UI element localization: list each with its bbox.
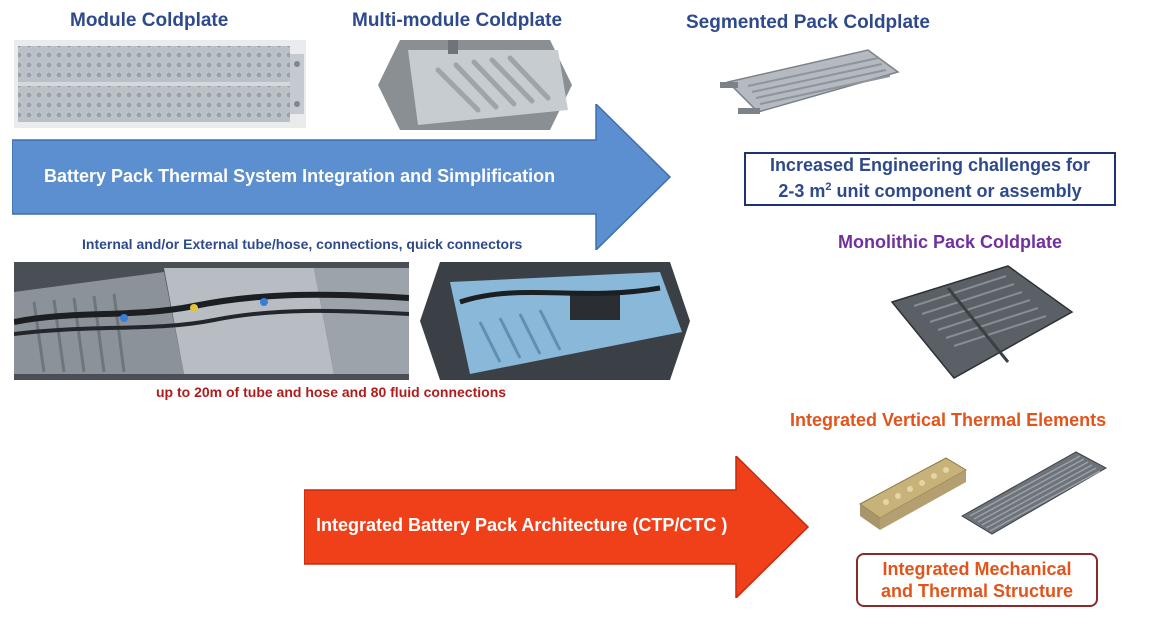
multimodule-coldplate-label: Multi-module Coldplate	[352, 10, 563, 31]
pack-connections-image	[420, 262, 690, 380]
segmented-pack-coldplate-label: Segmented Pack Coldplate	[686, 12, 930, 33]
engineering-area-suffix: unit component or assembly	[831, 181, 1082, 201]
tube-routing-image	[14, 262, 409, 380]
vertical-thermal-elements-label: Integrated Vertical Thermal Elements	[790, 410, 1107, 430]
engineering-challenges-line1: Increased Engineering challenges for	[769, 155, 1091, 175]
architecture-arrow	[303, 454, 810, 600]
monolithic-pack-coldplate-image	[888, 262, 1074, 380]
integration-arrow	[11, 102, 672, 252]
mechanical-structure-line2: and Thermal Structure	[880, 581, 1074, 601]
engineering-area-exponent: 2	[825, 181, 832, 193]
engineering-challenges-box: Increased Engineering challenges for 2-3…	[744, 152, 1116, 206]
monolithic-pack-coldplate-label: Monolithic Pack Coldplate	[838, 232, 1063, 252]
mechanical-thermal-structure-box: Integrated Mechanical and Thermal Struct…	[856, 553, 1098, 607]
architecture-arrow-text: Integrated Battery Pack Architecture (CT…	[316, 515, 728, 535]
engineering-challenges-line2: 2-3 m2 unit component or assembly	[746, 176, 1114, 202]
multimodule-coldplate-image	[378, 40, 572, 130]
tube-length-note: up to 20m of tube and hose and 80 fluid …	[156, 384, 507, 400]
segmented-pack-coldplate-image	[718, 42, 904, 120]
integration-arrow-text: Battery Pack Thermal System Integration …	[44, 166, 556, 186]
engineering-area-value: 2-3 m	[778, 181, 826, 201]
tube-connections-note: Internal and/or External tube/hose, conn…	[82, 236, 523, 252]
mechanical-structure-line1: Integrated Mechanical	[882, 559, 1072, 579]
module-coldplate-image	[14, 40, 306, 128]
vertical-fins-image	[958, 446, 1108, 536]
cell-module-image	[856, 452, 968, 532]
module-coldplate-label: Module Coldplate	[70, 10, 229, 31]
